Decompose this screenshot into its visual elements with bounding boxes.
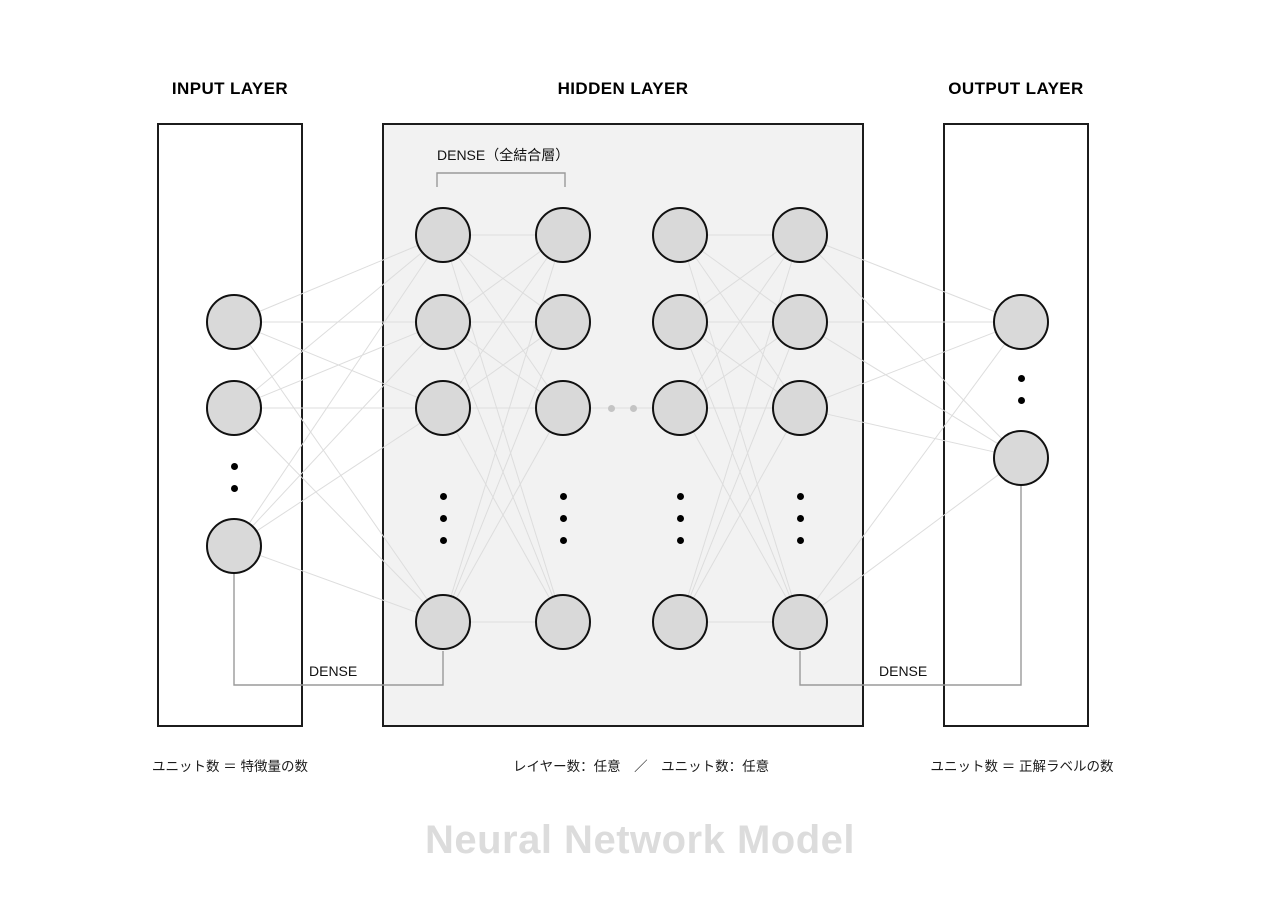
hidden-node xyxy=(772,594,828,650)
hidden-node xyxy=(535,294,591,350)
hidden-node xyxy=(415,594,471,650)
hidden-horizontal-ellipsis xyxy=(607,404,637,412)
hidden-node xyxy=(535,594,591,650)
diagram-watermark: Neural Network Model xyxy=(424,818,856,862)
output-layer-box xyxy=(943,123,1089,727)
input-node xyxy=(206,294,262,350)
hidden-vertical-ellipsis xyxy=(549,492,577,544)
hidden-node xyxy=(415,207,471,263)
input-node xyxy=(206,518,262,574)
hidden-node xyxy=(415,380,471,436)
input-layer-caption: ユニット数 ＝ 特徴量の数 xyxy=(151,759,308,774)
hidden-vertical-ellipsis xyxy=(786,492,814,544)
output-layer-caption: ユニット数 ＝ 正解ラベルの数 xyxy=(930,759,1114,774)
hidden-vertical-ellipsis xyxy=(666,492,694,544)
output-layer-title: OUTPUT LAYER xyxy=(948,79,1084,98)
output-node xyxy=(993,430,1049,486)
hidden-node xyxy=(652,207,708,263)
dense-left-label: DENSE xyxy=(309,663,358,679)
hidden-node xyxy=(415,294,471,350)
input-node xyxy=(206,380,262,436)
dense-fullyconnected-label: DENSE（全結合層） xyxy=(437,147,570,163)
output-node xyxy=(993,294,1049,350)
hidden-node xyxy=(652,294,708,350)
hidden-vertical-ellipsis xyxy=(429,492,457,544)
output-vertical-ellipsis xyxy=(1007,374,1035,404)
hidden-node xyxy=(535,380,591,436)
hidden-node xyxy=(652,594,708,650)
hidden-node xyxy=(772,207,828,263)
hidden-layer-title: HIDDEN LAYER xyxy=(557,79,689,98)
hidden-node xyxy=(535,207,591,263)
hidden-layer-caption: レイヤー数：任意 ／ ユニット数：任意 xyxy=(513,759,770,774)
hidden-node xyxy=(772,294,828,350)
input-vertical-ellipsis xyxy=(220,462,248,492)
dense-right-label: DENSE xyxy=(879,663,928,679)
hidden-node xyxy=(772,380,828,436)
input-layer-title: INPUT LAYER xyxy=(171,79,289,98)
hidden-node xyxy=(652,380,708,436)
